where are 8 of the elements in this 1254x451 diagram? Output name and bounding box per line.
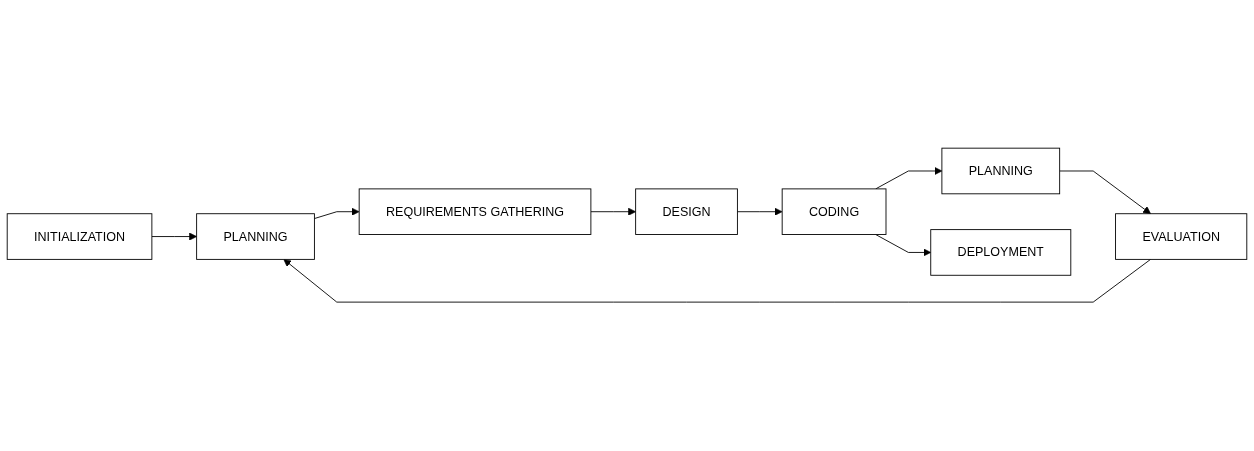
node-box: DESIGN	[635, 188, 738, 236]
node-box: DEPLOYMENT	[930, 229, 1072, 277]
node-box: PLANNING	[196, 213, 315, 261]
node-box: INITIALIZATION	[6, 213, 153, 261]
node-box: PLANNING	[941, 148, 1061, 195]
node-box: REQUIREMENTS GATHERING	[358, 188, 592, 236]
node-box: EVALUATION	[1115, 213, 1248, 261]
node-box: CODING	[781, 188, 887, 236]
